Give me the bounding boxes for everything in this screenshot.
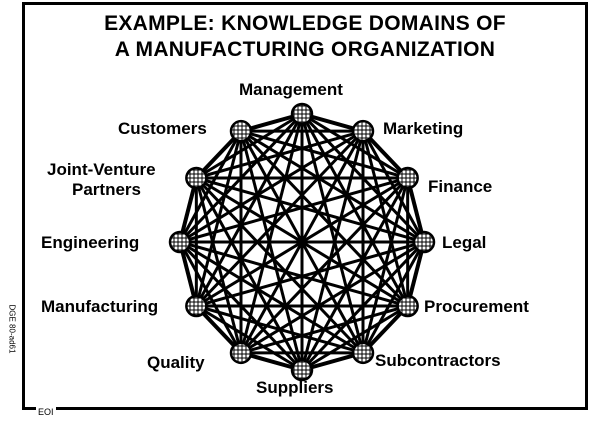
edge-quality-engineering: [178, 241, 243, 354]
side-code: DGE 80-ad61: [7, 304, 17, 354]
edge-finance-customers: [240, 129, 409, 180]
edge-finance-quality: [239, 176, 409, 354]
edge-suppliers-customers: [239, 130, 304, 371]
label-management: Management: [239, 80, 343, 99]
edge-quality-joint-venture-partners: [194, 177, 243, 354]
label-joint-venture-line-1: Joint-Venture: [47, 160, 156, 179]
edge-finance-engineering: [179, 176, 409, 244]
node-joint-venture-partners: [185, 166, 208, 190]
edge-subcontractors-joint-venture-partners: [195, 176, 365, 354]
node-procurement: [396, 294, 419, 318]
edge-legal-customers: [240, 129, 425, 244]
edge-subcontractors-customers: [239, 130, 365, 354]
edge-procurement-customers: [239, 130, 409, 308]
edge-suppliers-joint-venture-partners: [195, 177, 304, 371]
edge-manufacturing-customers: [194, 130, 243, 307]
label-procurement: Procurement: [424, 297, 529, 316]
label-quality: Quality: [147, 353, 205, 372]
edge-engineering-customers: [178, 130, 243, 243]
label-manufacturing: Manufacturing: [41, 297, 159, 316]
label-legal: Legal: [442, 233, 487, 252]
label-finance: Finance: [428, 177, 493, 196]
title-line-1: EXAMPLE: KNOWLEDGE DOMAINS OF: [104, 12, 506, 35]
label-joint-venture-line-2: Partners: [72, 180, 141, 199]
node-suppliers: [290, 358, 314, 382]
edge-management-subcontractors: [300, 113, 365, 354]
title-line-2: A MANUFACTURING ORGANIZATION: [114, 38, 496, 61]
edge-procurement-engineering: [179, 240, 409, 308]
node-finance: [396, 166, 419, 190]
edge-management-quality: [239, 113, 304, 354]
node-marketing: [351, 119, 375, 143]
node-subcontractors: [351, 341, 375, 365]
label-marketing: Marketing: [383, 119, 464, 138]
node-engineering: [168, 230, 192, 254]
edge-legal-joint-venture-partners: [195, 176, 425, 244]
label-suppliers: Suppliers: [256, 378, 334, 397]
label-engineering: Engineering: [41, 233, 140, 252]
edge-suppliers-manufacturing: [195, 304, 303, 372]
node-quality: [229, 341, 253, 365]
node-customers: [229, 119, 253, 143]
domain-nodes: [168, 102, 436, 382]
corner-code: EOI: [36, 407, 56, 417]
label-subcontractors: Subcontractors: [375, 351, 501, 370]
label-customers: Customers: [118, 119, 207, 138]
edge-marketing-suppliers: [300, 130, 365, 371]
node-manufacturing: [185, 294, 208, 318]
edge-marketing-manufacturing: [195, 130, 365, 308]
node-management: [290, 102, 314, 126]
edge-subcontractors-engineering: [179, 240, 364, 355]
node-legal: [412, 230, 436, 254]
connection-lines: [178, 112, 426, 372]
edge-legal-manufacturing: [195, 240, 425, 308]
